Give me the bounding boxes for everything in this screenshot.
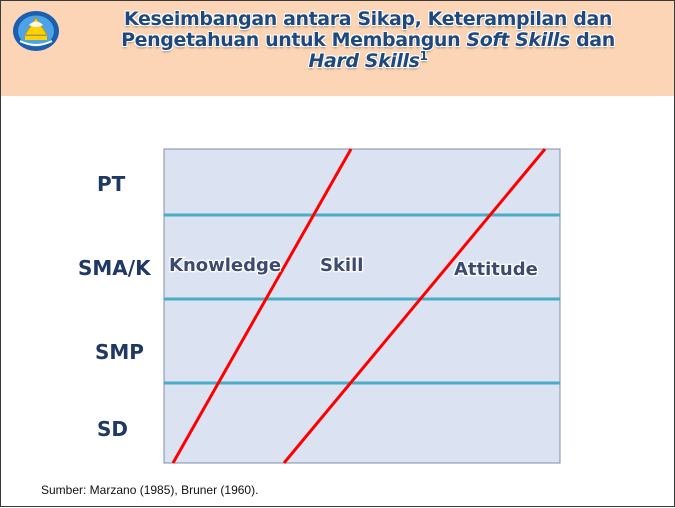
tut-wuri-handayani-logo-icon <box>13 11 59 51</box>
skill-attitude-diagonal <box>282 148 547 464</box>
domain-label-attitude: Attitude <box>454 259 538 280</box>
title-footnote-marker: 1 <box>419 49 428 63</box>
title-hard-skills: Hard Skills <box>308 50 420 72</box>
level-label-pt: PT <box>97 172 126 196</box>
domain-label-knowledge: Knowledge <box>169 255 281 276</box>
level-label-sd: SD <box>97 417 128 441</box>
level-label-smp: SMP <box>95 340 144 364</box>
knowledge-skill-diagonal <box>171 148 353 464</box>
title-line-2: Pengetahuan untuk Membangun Soft Skills … <box>73 30 663 51</box>
title-line-1: Keseimbangan antara Sikap, Keterampilan … <box>123 8 612 30</box>
domain-label-skill: Skill <box>320 255 363 276</box>
title-soft-skills: Soft Skills <box>466 29 570 51</box>
level-label-sma-k: SMA/K <box>78 256 152 280</box>
title-line-2-suffix: dan <box>569 29 615 51</box>
source-citation: Sumber: Marzano (1985), Bruner (1960). <box>41 483 259 497</box>
diagram-box <box>163 148 561 464</box>
title-line-3: Hard Skills1 <box>73 49 663 72</box>
slide-header: Keseimbangan antara Sikap, Keterampilan … <box>1 1 674 96</box>
slide-title: Keseimbangan antara Sikap, Keterampilan … <box>73 9 663 72</box>
title-line-2-prefix: Pengetahuan untuk Membangun <box>121 29 467 51</box>
